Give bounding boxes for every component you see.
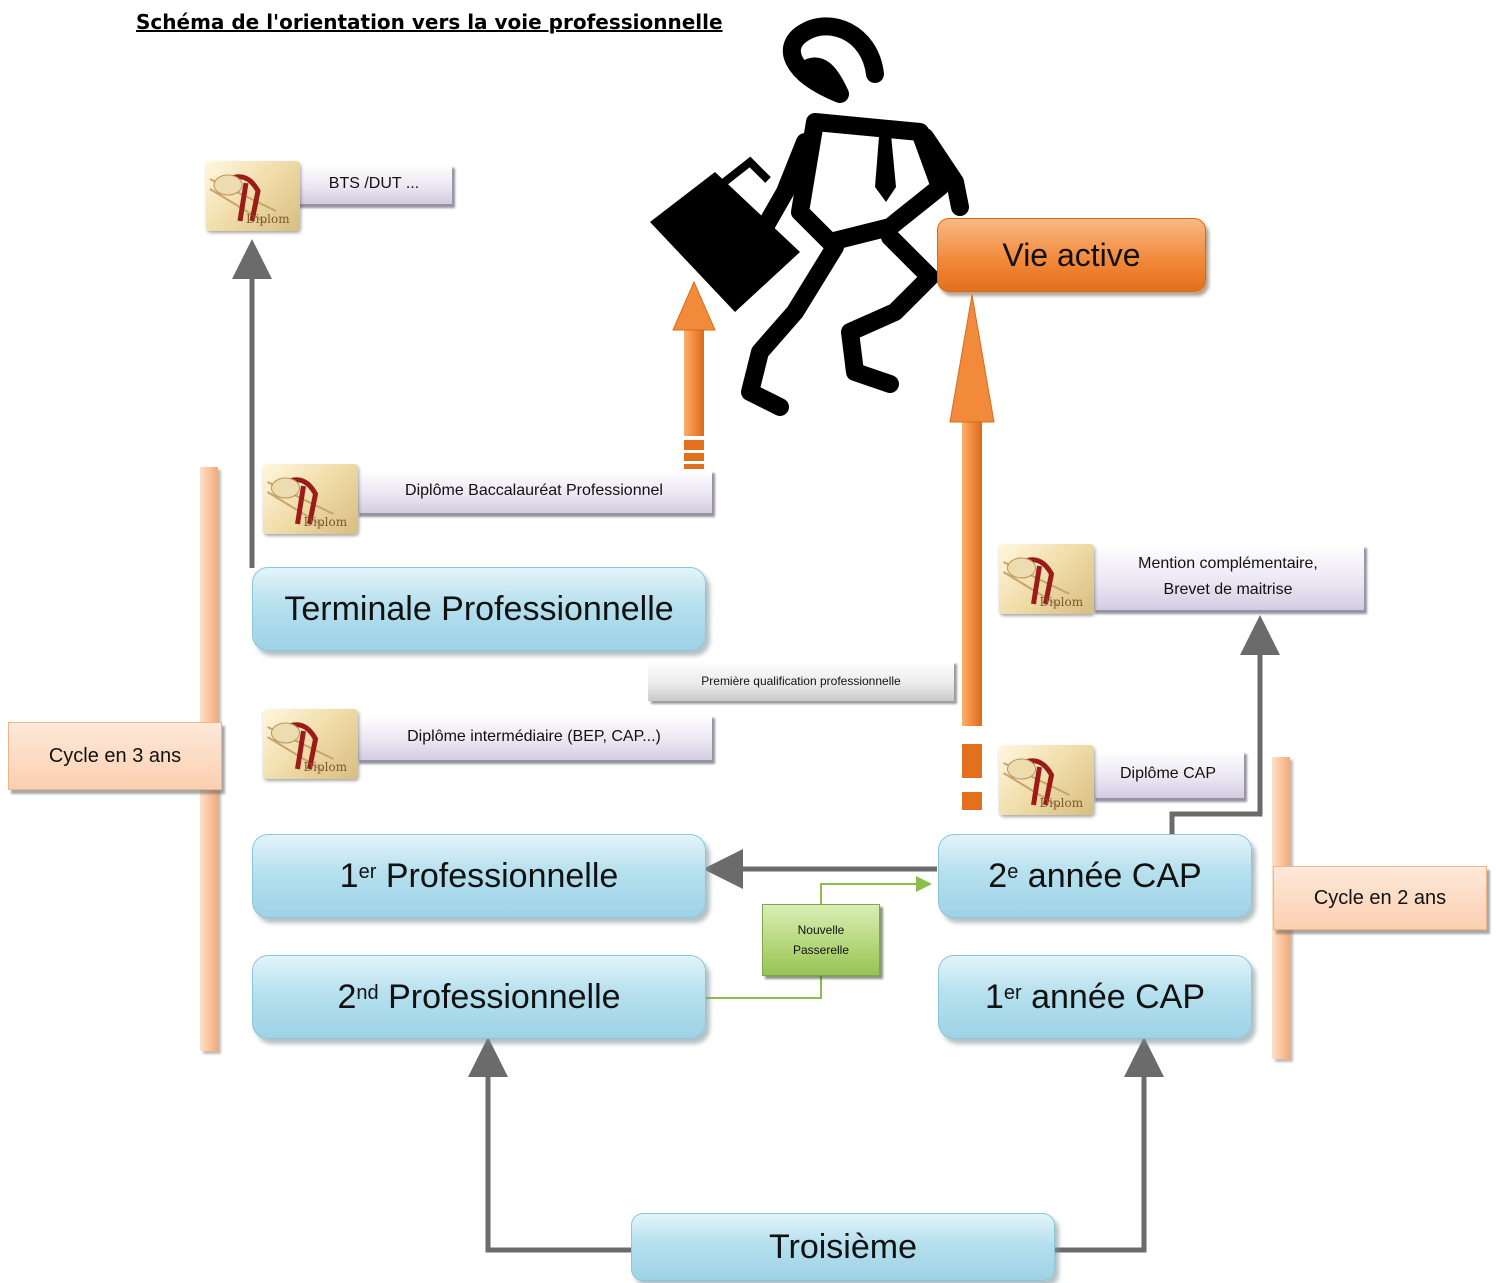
arrow-troisieme-to-seconde (468, 1037, 631, 1253)
stage-superscript: e (1007, 860, 1019, 883)
svg-text:Diplom: Diplom (246, 212, 290, 226)
cycle-3-ans-label: Cycle en 3 ans (8, 722, 222, 790)
svg-text:Diplom: Diplom (304, 760, 348, 774)
diploma-bac-pro-label: Diplôme Baccalauréat Professionnel (356, 469, 712, 513)
stage-superscript: er (1003, 981, 1022, 1004)
mention-line-1: Mention complémentaire, (1138, 555, 1318, 572)
diploma-icon: Diplom (263, 709, 358, 779)
passerelle-line-2: Passerelle (792, 943, 850, 957)
passerelle-line-1: Nouvelle (797, 923, 845, 937)
stage-text: année CAP (1018, 856, 1202, 895)
diploma-bts-label: BTS /DUT ... (296, 164, 452, 204)
diploma-intermediaire-label: Diplôme intermédiaire (BEP, CAP...) (356, 714, 712, 760)
svg-text:Diplom: Diplom (1040, 796, 1084, 810)
diploma-icon: Diplom (999, 745, 1094, 815)
premiere-qualification-label: Première qualification professionnelle (648, 661, 954, 701)
svg-text:Diplom: Diplom (1040, 595, 1084, 609)
stage-text: Professionnelle (378, 977, 621, 1016)
stage-number: 1 (984, 977, 1004, 1016)
page-title: Schéma de l'orientation vers la voie pro… (136, 10, 723, 34)
stage-number: 2 (337, 977, 357, 1016)
diploma-icon: Diplom (999, 544, 1094, 614)
stage-superscript: er (358, 860, 377, 883)
mention-line-2: Brevet de maitrise (1163, 581, 1293, 598)
briefcase-icon (650, 156, 800, 312)
arrow-cap-to-vie-active (949, 294, 995, 810)
svg-text:Diplom: Diplom (304, 515, 348, 529)
stage-text: année CAP (1021, 977, 1206, 1016)
diploma-cap-label: Diplôme CAP (1092, 750, 1244, 798)
vie-active-box: Vie active (937, 218, 1206, 292)
diploma-mention-label: Mention complémentaire, Brevet de maitri… (1092, 544, 1364, 610)
cycle-2-ans-label: Cycle en 2 ans (1273, 866, 1487, 930)
businessman-icon (650, 17, 969, 416)
stage-superscript: nd (356, 981, 379, 1004)
arrow-troisieme-to-cap1 (1053, 1037, 1164, 1253)
stage-terminale-professionnelle: Terminale Professionnelle (252, 567, 706, 651)
stage-number: 2 (988, 856, 1008, 895)
arrow-bac-to-vie-active (672, 280, 716, 472)
stage-number: 1 (339, 856, 359, 895)
stage-text: Professionnelle (376, 856, 619, 895)
nouvelle-passerelle-box: Nouvelle Passerelle (762, 904, 880, 976)
stage-troisieme: Troisième (631, 1213, 1055, 1281)
diploma-icon: Diplom (206, 161, 300, 231)
diploma-icon: Diplom (263, 464, 358, 534)
arrow-cap2-to-mention (1169, 615, 1280, 835)
